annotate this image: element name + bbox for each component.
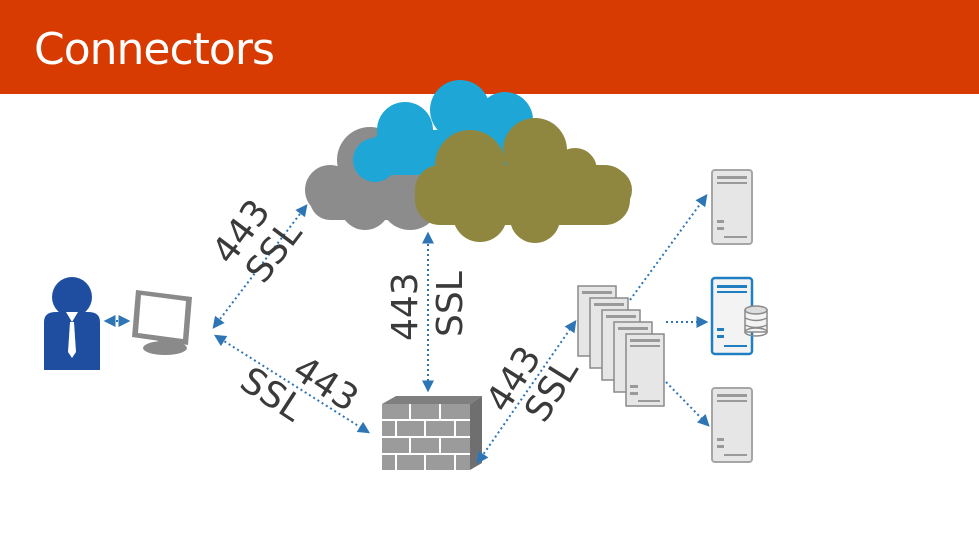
title-banner: Connectors <box>0 0 979 94</box>
connection-label: 443 SSL <box>205 192 311 290</box>
connection-label: 443 SSL <box>233 349 366 430</box>
monitor-cloud-connector <box>212 204 308 329</box>
database-server-icon <box>710 276 768 356</box>
cloud-olive <box>415 118 632 243</box>
cluster-server-bottom-connector <box>665 381 710 427</box>
slide-title: Connectors <box>34 24 275 75</box>
server-icon <box>711 387 753 463</box>
firewall-icon <box>382 396 482 470</box>
cloud-icon <box>305 80 632 243</box>
cluster-server-top-connector <box>629 194 708 301</box>
server-cluster-icon <box>577 285 665 407</box>
database-icon <box>744 305 768 337</box>
connection-label: 443 SSL <box>478 339 586 429</box>
connection-label: 443 SSL <box>385 271 471 341</box>
user-icon <box>44 277 100 370</box>
server-icon <box>711 169 753 245</box>
firewall-cluster-connector <box>476 320 577 464</box>
port-label: 443 <box>385 272 426 341</box>
protocol-label: SSL <box>430 271 471 337</box>
monitor-icon <box>132 290 192 355</box>
